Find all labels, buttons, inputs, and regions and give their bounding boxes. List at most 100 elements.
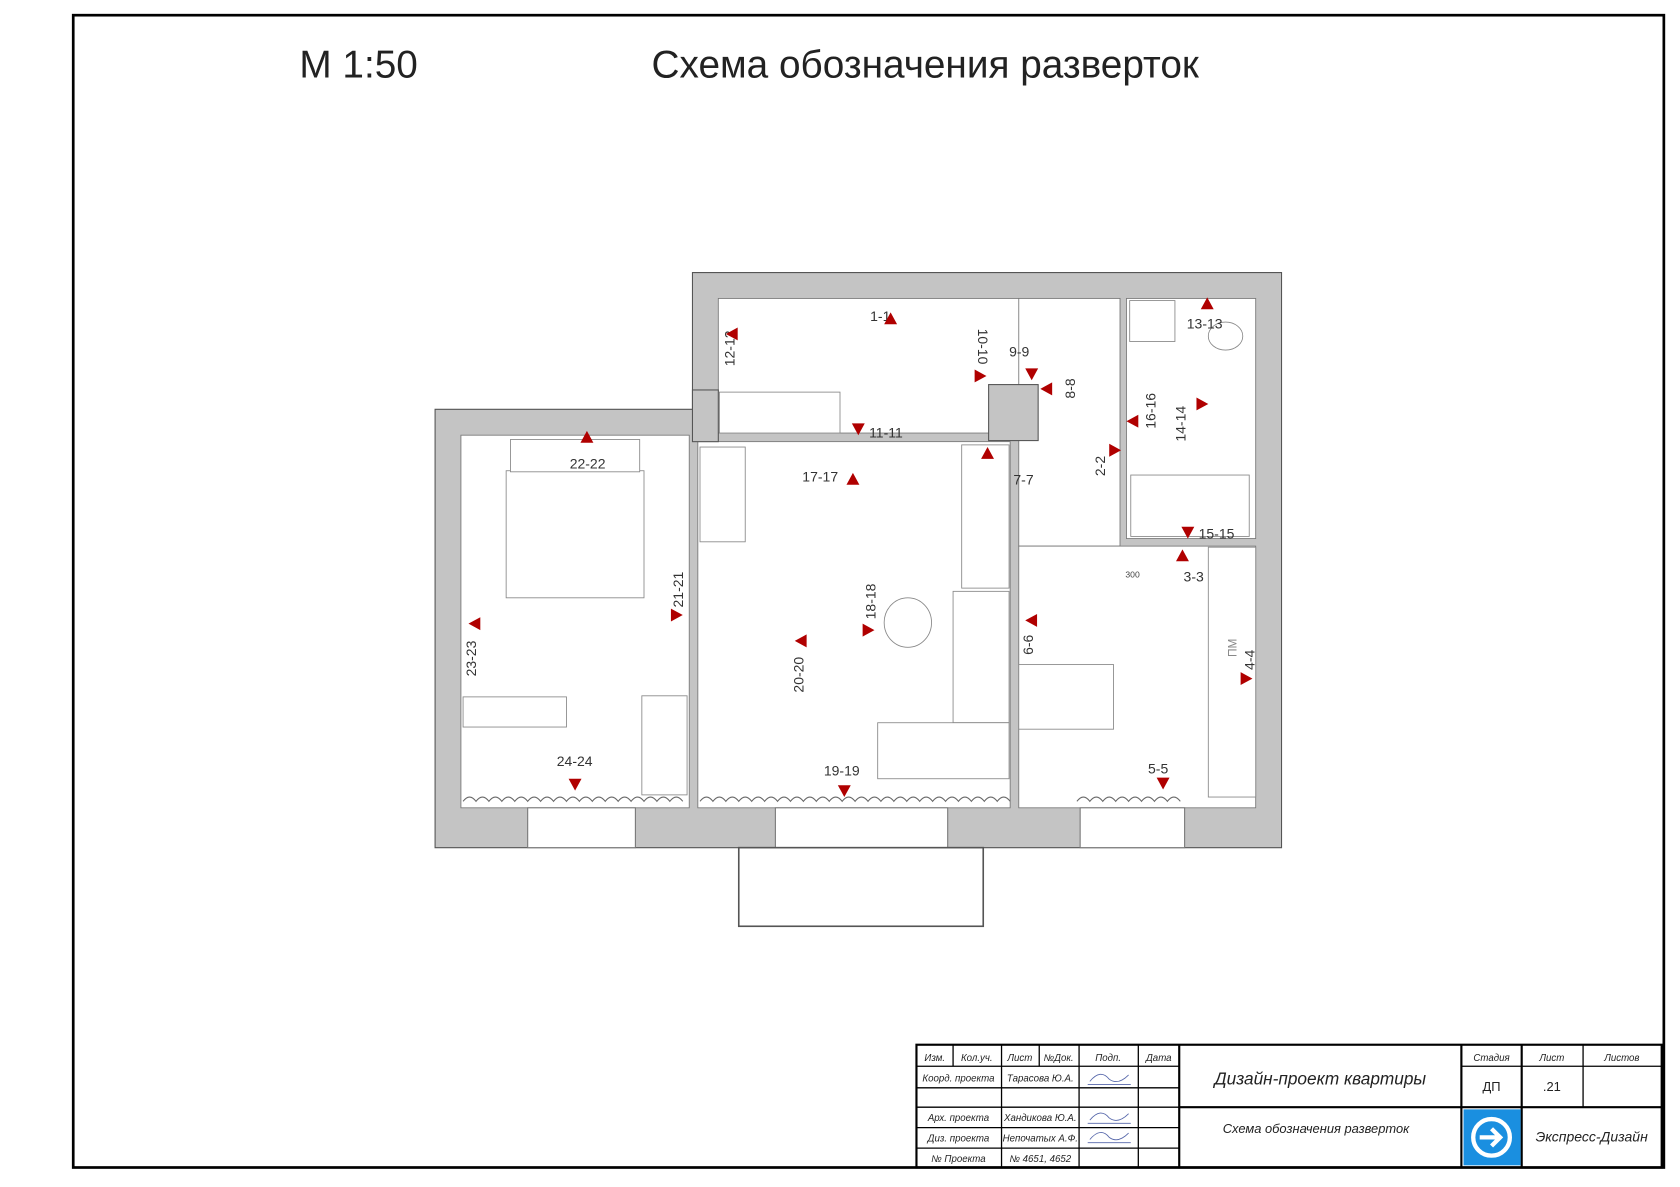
marker-triangle-icon bbox=[1040, 382, 1053, 396]
kitchen-counter bbox=[1207, 546, 1257, 798]
title-block-header: Изм. bbox=[924, 1053, 945, 1064]
elevation-marker: 14-14 bbox=[1173, 397, 1209, 442]
elevation-marker: 9-9 bbox=[1009, 344, 1039, 381]
marker-triangle-icon bbox=[1240, 672, 1253, 686]
title-block-role: Арх. проекта bbox=[927, 1113, 990, 1124]
marker-label: 3-3 bbox=[1184, 569, 1204, 585]
floor-plan: ПМ 300 bbox=[434, 272, 1283, 928]
stage-label: Стадия bbox=[1473, 1053, 1509, 1064]
marker-label: 5-5 bbox=[1148, 760, 1168, 776]
marker-label: 18-18 bbox=[863, 583, 879, 619]
title-block-role: № Проекта bbox=[931, 1154, 986, 1165]
elevation-marker: 22-22 bbox=[570, 430, 606, 472]
marker-label: 16-16 bbox=[1143, 393, 1159, 429]
page-title: Схема обозначения разверток bbox=[652, 44, 1200, 87]
wardrobe bbox=[961, 444, 1010, 589]
elevation-marker: 6-6 bbox=[1020, 613, 1038, 655]
window bbox=[527, 807, 636, 849]
sheets-label: Листов bbox=[1603, 1053, 1639, 1064]
marker-triangle-icon bbox=[468, 617, 481, 631]
elevation-marker: 2-2 bbox=[1092, 443, 1122, 476]
marker-triangle-icon bbox=[568, 778, 582, 791]
title-block-header: Лист bbox=[1006, 1053, 1032, 1064]
marker-triangle-icon bbox=[1156, 777, 1170, 790]
column bbox=[988, 384, 1039, 442]
marker-label: 13-13 bbox=[1187, 316, 1223, 332]
marker-label: 1-1 bbox=[870, 308, 890, 324]
elevation-marker: 17-17 bbox=[802, 469, 860, 485]
title-block-name: Хандикова Ю.А. bbox=[1003, 1113, 1077, 1124]
title-block-header: Подп. bbox=[1095, 1053, 1121, 1064]
elevation-marker: 21-21 bbox=[670, 571, 686, 622]
elevation-marker: 8-8 bbox=[1040, 378, 1078, 399]
dishwasher-label: ПМ bbox=[1225, 639, 1239, 657]
company-logo bbox=[1463, 1109, 1521, 1166]
wardrobe bbox=[718, 391, 841, 434]
elevation-marker: 3-3 bbox=[1176, 549, 1204, 585]
balcony-door bbox=[774, 807, 949, 849]
marker-triangle-icon bbox=[580, 430, 594, 443]
marker-label: 19-19 bbox=[824, 763, 860, 779]
elevation-marker: 12-12 bbox=[721, 327, 738, 366]
window bbox=[1079, 807, 1186, 849]
marker-label: 4-4 bbox=[1242, 650, 1258, 670]
stage-value: ДП bbox=[1483, 1079, 1501, 1094]
work-desk bbox=[699, 446, 746, 543]
title-block-role: Диз. проекта bbox=[927, 1134, 990, 1145]
sheet-value: .21 bbox=[1543, 1079, 1561, 1094]
title-block-header: Кол.уч. bbox=[961, 1053, 993, 1064]
elevation-marker: 20-20 bbox=[790, 634, 807, 693]
marker-triangle-icon bbox=[1196, 397, 1209, 411]
shower bbox=[1129, 300, 1176, 342]
marker-triangle-icon bbox=[1025, 368, 1039, 381]
wardrobe bbox=[641, 695, 688, 796]
marker-label: 14-14 bbox=[1173, 406, 1189, 442]
marker-label: 6-6 bbox=[1020, 634, 1036, 654]
marker-triangle-icon bbox=[670, 608, 683, 622]
marker-triangle-icon bbox=[1126, 414, 1139, 428]
marker-triangle-icon bbox=[846, 472, 860, 485]
elevation-marker: 18-18 bbox=[862, 583, 879, 637]
coffee-table bbox=[883, 597, 932, 648]
title-block-name: № 4651, 4652 bbox=[1009, 1154, 1071, 1165]
title-block-header: Дата bbox=[1145, 1053, 1172, 1064]
elevation-marker: 7-7 bbox=[981, 447, 1034, 488]
toilet bbox=[1207, 321, 1244, 351]
elevation-marker: 1-1 bbox=[870, 308, 898, 325]
marker-label: 20-20 bbox=[790, 657, 806, 693]
elevation-marker: 16-16 bbox=[1126, 393, 1159, 429]
dining-table bbox=[1018, 664, 1114, 730]
title-block-name: Тарасова Ю.А. bbox=[1007, 1073, 1074, 1084]
signature bbox=[1087, 1112, 1131, 1124]
marker-label: 10-10 bbox=[975, 329, 991, 365]
signature bbox=[1087, 1132, 1131, 1144]
elevation-marker: 10-10 bbox=[974, 329, 991, 383]
elevation-marker: 23-23 bbox=[463, 617, 481, 676]
marker-triangle-icon bbox=[1181, 526, 1195, 539]
marker-triangle-icon bbox=[981, 447, 994, 459]
balcony bbox=[737, 846, 985, 928]
marker-triangle-icon bbox=[851, 423, 865, 436]
elevation-marker: 24-24 bbox=[557, 753, 593, 791]
company-name: Экспресс-Дизайн bbox=[1536, 1129, 1649, 1145]
sheet-label: Лист bbox=[1538, 1053, 1564, 1064]
bed-headboard bbox=[510, 439, 641, 473]
marker-triangle-icon bbox=[862, 623, 875, 637]
marker-triangle-icon bbox=[725, 327, 738, 341]
marker-label: 7-7 bbox=[1013, 472, 1033, 488]
marker-triangle-icon bbox=[1176, 549, 1189, 562]
elevation-marker: 5-5 bbox=[1148, 760, 1170, 790]
desk bbox=[462, 696, 567, 728]
elevation-marker: 4-4 bbox=[1240, 650, 1258, 686]
scale-label: М 1:50 bbox=[299, 44, 417, 87]
sofa bbox=[952, 590, 1010, 724]
marker-label: 17-17 bbox=[802, 469, 838, 485]
dimension-label: 300 bbox=[1125, 569, 1140, 579]
sofa-chaise bbox=[877, 722, 1010, 780]
title-block-name: Непочатых А.Ф. bbox=[1003, 1134, 1078, 1145]
elevation-marker: 19-19 bbox=[824, 763, 860, 798]
sheet-border bbox=[71, 13, 1666, 1169]
marker-label: 21-21 bbox=[670, 571, 686, 607]
